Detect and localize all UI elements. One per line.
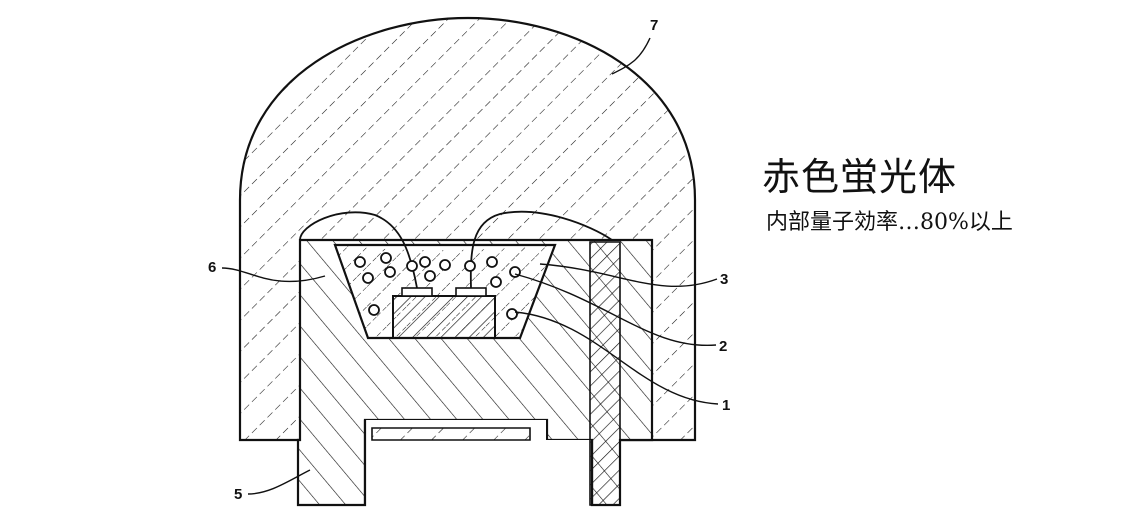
- lead-gap: [365, 420, 592, 505]
- led-chip: [392, 295, 496, 339]
- leader-line-6: [221, 267, 326, 283]
- leader-line-5: [247, 469, 311, 495]
- annotation-title: 赤色蛍光体: [762, 155, 958, 199]
- ref-num-6: 6: [208, 259, 216, 276]
- ref-num-1: 1: [722, 397, 730, 414]
- annotation-subtitle: 内部量子効率…80%以上: [766, 210, 1013, 235]
- bond-wire-right: [469, 210, 613, 289]
- bond-wire-left: [299, 211, 418, 289]
- ref-num-3: 3: [720, 271, 728, 288]
- leader-line-7: [611, 37, 651, 75]
- ref-num-5: 5: [234, 486, 242, 503]
- leader-line-3: [539, 263, 718, 287]
- ref-num-7: 7: [650, 17, 658, 34]
- chip-electrode-right: [455, 287, 487, 297]
- ref-num-2: 2: [719, 338, 727, 355]
- chip-electrode-left: [401, 287, 433, 297]
- leader-line-2: [514, 273, 717, 347]
- leader-line-1: [514, 311, 719, 405]
- right-lead: [589, 241, 621, 506]
- lead-gap-hatch: [371, 427, 531, 441]
- phosphor-particles: [354, 252, 521, 320]
